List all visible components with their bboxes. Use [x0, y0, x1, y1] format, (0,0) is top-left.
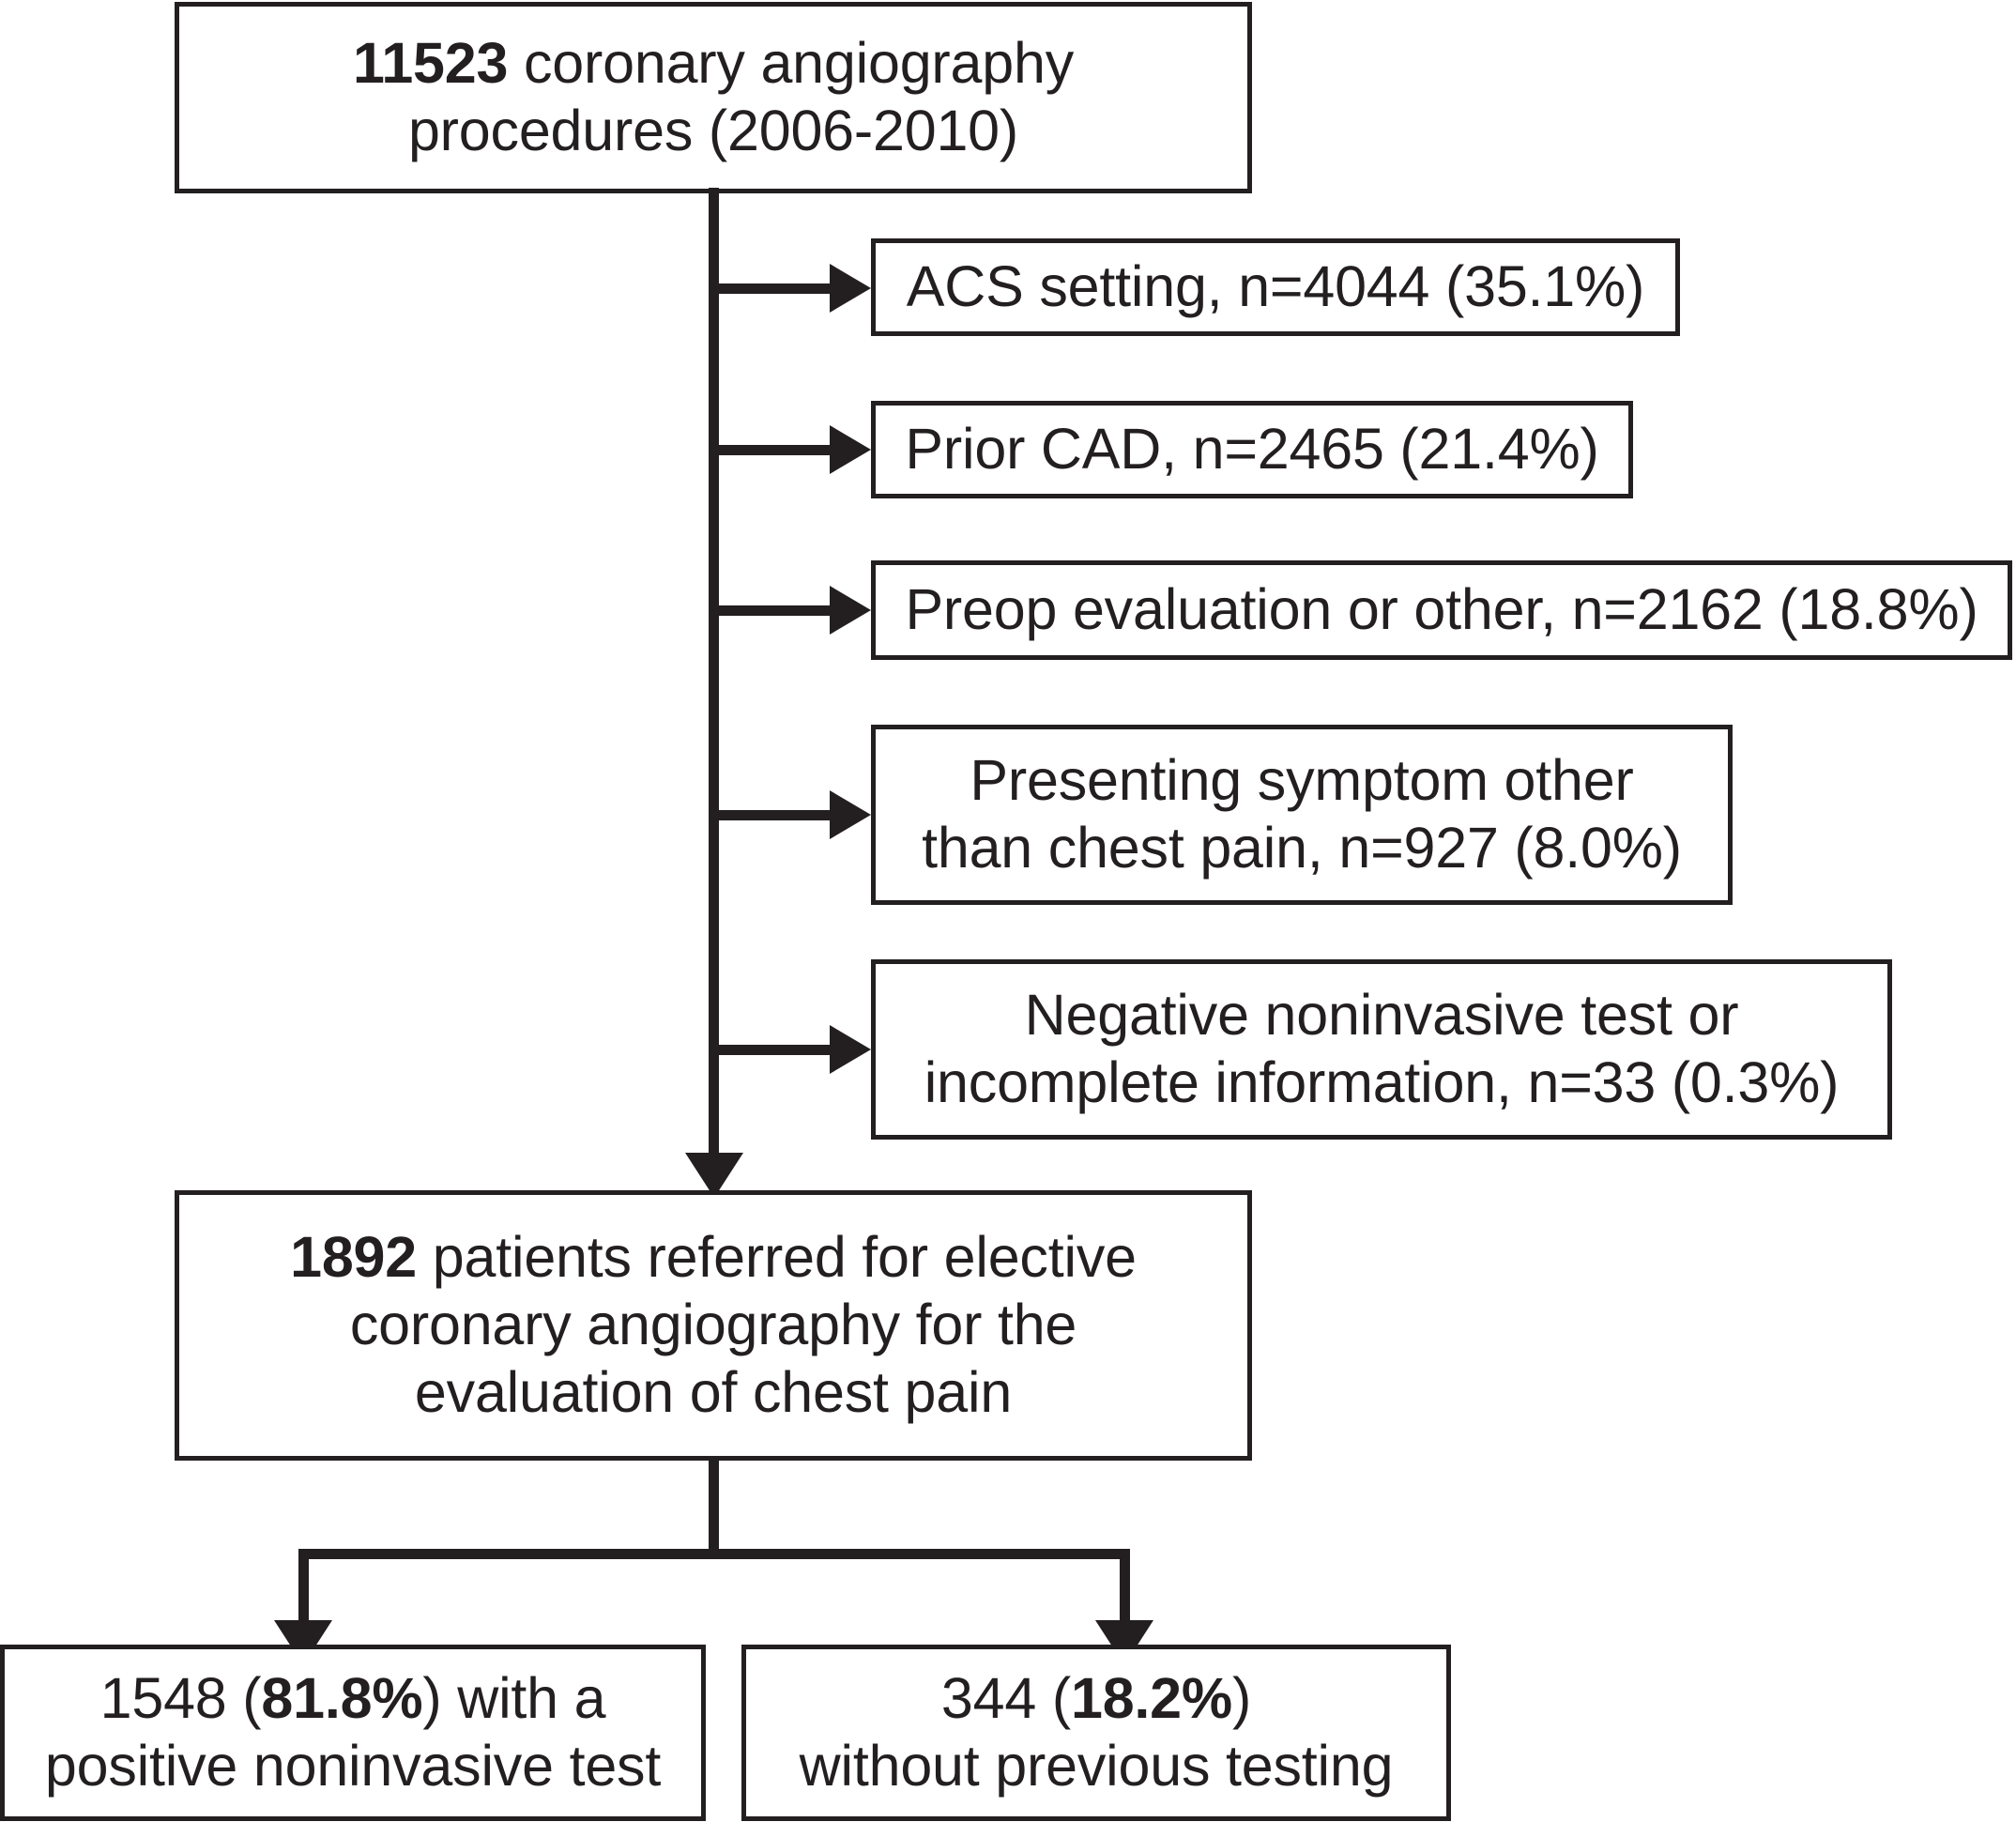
top-cohort-box: 11523 coronary angiography procedures (2… — [175, 2, 1252, 193]
outcome-suffix-no-previous-testing: ) without previous testing — [799, 1666, 1394, 1798]
outcome-box-no-previous-testing: 344 (18.2%) without previous testing — [741, 1645, 1451, 1821]
top-cohort-text: 11523 coronary angiography procedures (2… — [179, 30, 1247, 165]
exclusion-label-prior-cad: Prior CAD, n=2465 (21.4%) — [905, 417, 1599, 482]
split-drop-line-left — [298, 1549, 309, 1626]
outcome-prefix-no-previous-testing: 344 ( — [940, 1666, 1071, 1731]
exclusion-label-preop-evaluation: Preop evaluation or other, n=2162 (18.8%… — [905, 577, 1978, 642]
branch-arrow-line-3 — [713, 605, 833, 616]
branch-arrow-line-5 — [713, 1045, 833, 1055]
exclusion-box-acs-setting: ACS setting, n=4044 (35.1%) — [871, 238, 1680, 336]
branch-arrow-head-icon-2 — [830, 425, 871, 474]
included-cohort-count: 1892 — [290, 1225, 418, 1290]
branch-arrow-head-icon-3 — [830, 586, 871, 635]
exclusion-label-acs-setting: ACS setting, n=4044 (35.1%) — [906, 254, 1645, 319]
outcome-box-positive-test: 1548 (81.8%) with a positive noninvasive… — [0, 1645, 706, 1821]
branch-arrow-head-icon-1 — [830, 264, 871, 313]
branch-arrow-line-4 — [713, 810, 833, 820]
included-cohort-text: 1892 patients referred for elective coro… — [179, 1224, 1247, 1427]
exclusion-box-negative-test: Negative noninvasive test or incomplete … — [871, 959, 1892, 1140]
outcome-percent-positive-test: 81.8% — [261, 1666, 423, 1731]
split-stem-line — [709, 1461, 719, 1555]
main-trunk-line — [709, 188, 719, 1158]
split-horizontal-bar — [298, 1549, 1130, 1559]
included-cohort-rest: patients referred for elective coronary … — [349, 1225, 1137, 1424]
exclusion-box-prior-cad: Prior CAD, n=2465 (21.4%) — [871, 401, 1633, 498]
exclusion-box-preop-evaluation: Preop evaluation or other, n=2162 (18.8%… — [871, 560, 2012, 660]
included-cohort-box: 1892 patients referred for elective coro… — [175, 1190, 1252, 1461]
branch-arrow-head-icon-4 — [830, 790, 871, 839]
outcome-text-no-previous-testing: 344 (18.2%) without previous testing — [746, 1665, 1446, 1800]
outcome-suffix-positive-test: ) with a positive noninvasive test — [44, 1666, 662, 1798]
split-drop-line-right — [1120, 1549, 1130, 1626]
top-cohort-rest: coronary angiography procedures (2006-20… — [407, 31, 1075, 162]
branch-arrow-head-icon-5 — [830, 1025, 871, 1074]
branch-arrow-line-2 — [713, 445, 833, 455]
outcome-prefix-positive-test: 1548 ( — [99, 1666, 262, 1731]
exclusion-label-negative-test: Negative noninvasive test or incomplete … — [924, 983, 1840, 1114]
outcome-text-positive-test: 1548 (81.8%) with a positive noninvasive… — [5, 1665, 701, 1800]
branch-arrow-line-1 — [713, 283, 833, 294]
outcome-percent-no-previous-testing: 18.2% — [1070, 1666, 1232, 1731]
top-cohort-count: 11523 — [352, 31, 509, 96]
exclusion-label-other-symptom: Presenting symptom other than chest pain… — [922, 748, 1682, 880]
exclusion-box-other-symptom: Presenting symptom other than chest pain… — [871, 725, 1733, 905]
